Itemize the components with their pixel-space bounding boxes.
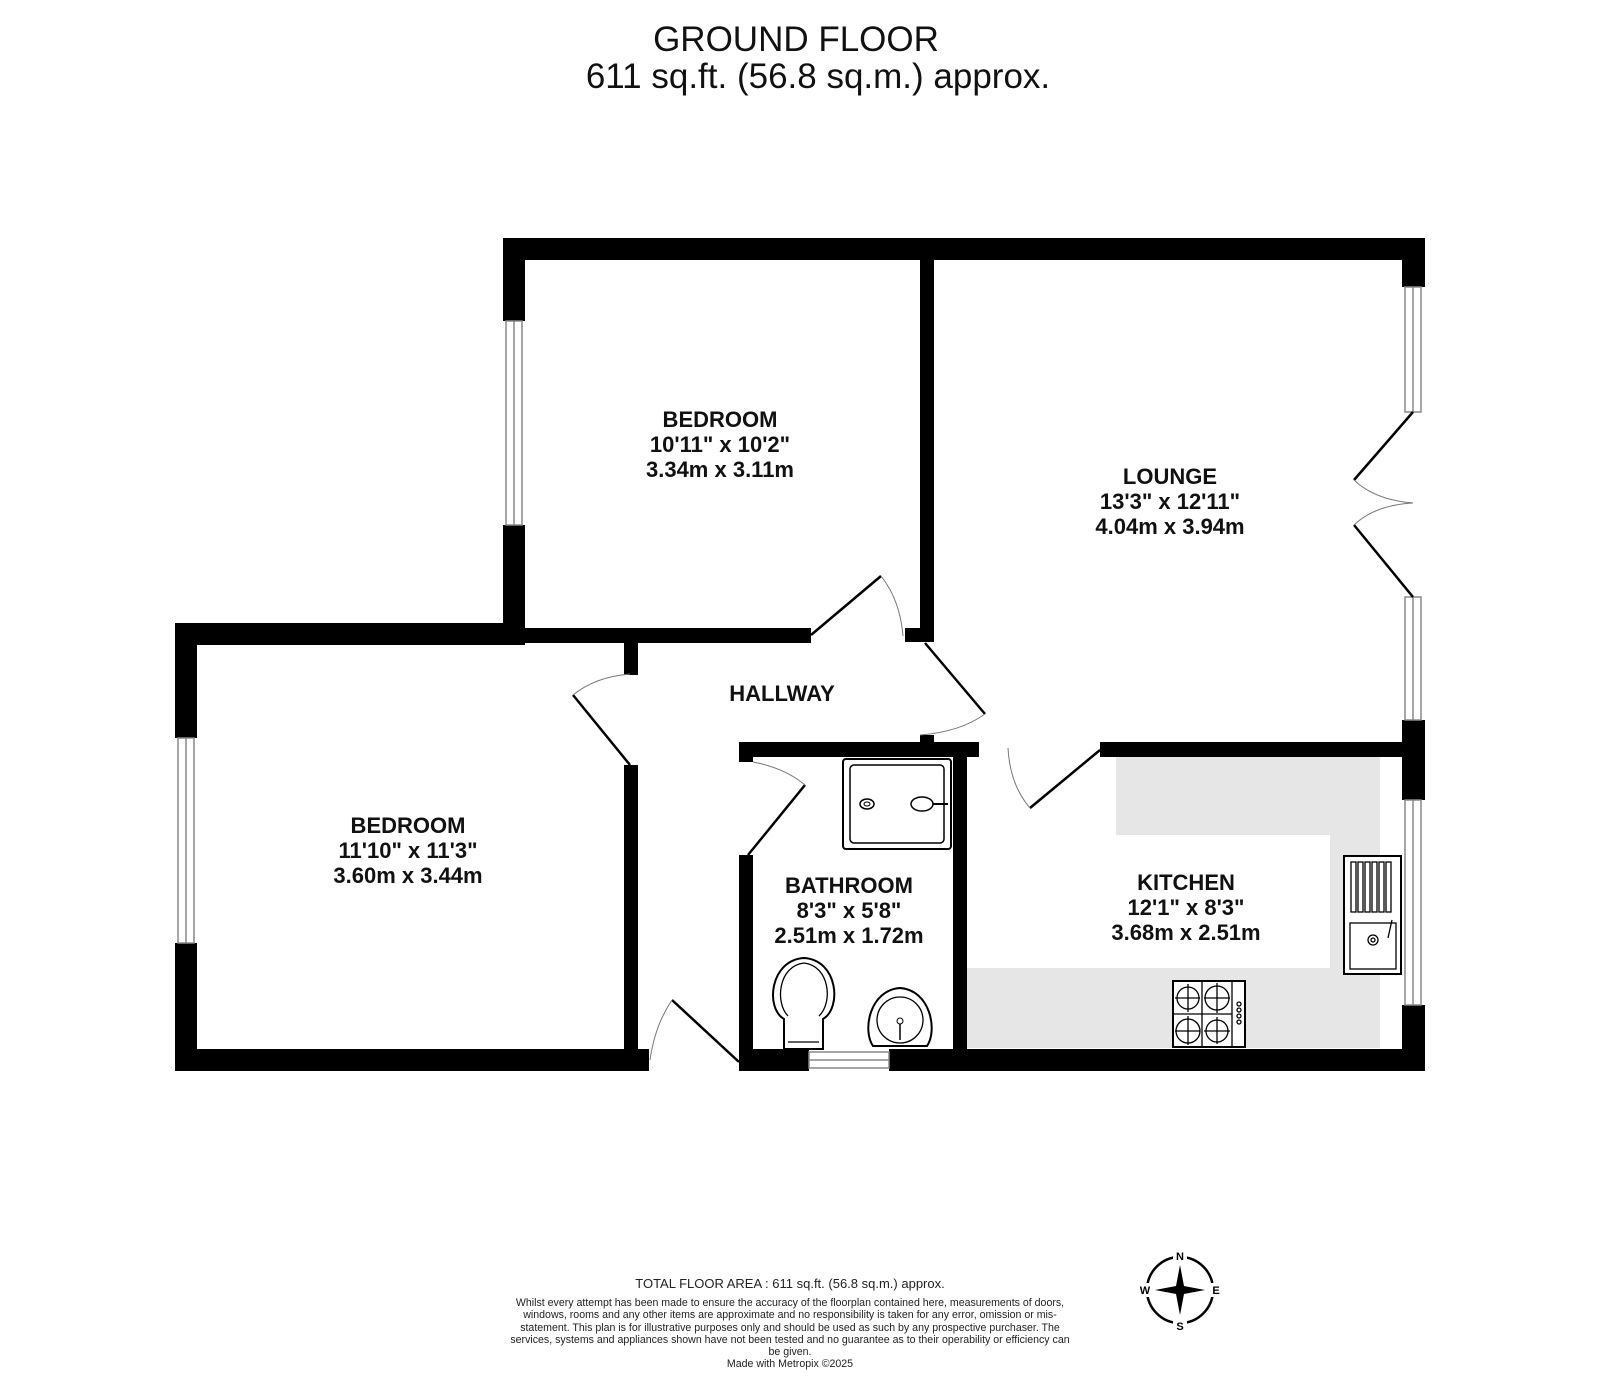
room-dimensions-metric: 2.51m x 1.72m: [774, 923, 924, 948]
compass-rose-icon: N S W E: [1135, 1245, 1225, 1335]
room-dimensions-metric: 3.34m x 3.11m: [645, 457, 795, 482]
room-name: BEDROOM: [662, 407, 778, 432]
room-name: KITCHEN: [1137, 870, 1235, 895]
floor-area-subtitle: 611 sq.ft. (56.8 sq.m.) approx.: [585, 57, 1051, 96]
room-label-kitchen: KITCHEN 12'1" x 8'3" 3.68m x 2.51m: [1111, 870, 1260, 945]
kitchen-sink: [1343, 855, 1402, 975]
hob: [1172, 980, 1246, 1048]
windows: [177, 286, 1422, 1069]
compass-s: S: [1176, 1321, 1183, 1333]
walls: [175, 238, 1425, 1071]
room-dimensions-metric: 4.04m x 3.94m: [1095, 514, 1245, 539]
room-dimensions-imperial: 13'3" x 12'11": [1099, 489, 1241, 514]
room-label-bedroom-upper: BEDROOM 10'11" x 10'2" 3.34m x 3.11m: [646, 407, 794, 482]
compass-n: N: [1176, 1251, 1184, 1263]
room-name: LOUNGE: [1122, 464, 1218, 489]
room-dimensions-metric: 3.68m x 2.51m: [1111, 920, 1261, 945]
room-dimensions-metric: 3.60m x 3.44m: [333, 863, 483, 888]
room-dimensions-imperial: 8'3" x 5'8": [796, 898, 902, 923]
floor-title: GROUND FLOOR: [653, 20, 939, 59]
shower-tray: [842, 758, 952, 850]
room-label-bedroom-left: BEDROOM 11'10" x 11'3" 3.60m x 3.44m: [333, 813, 482, 888]
room-name: HALLWAY: [729, 681, 835, 706]
room-name: BATHROOM: [785, 873, 913, 898]
disclaimer-text: Whilst every attempt has been made to en…: [510, 1297, 1070, 1359]
room-label-lounge: LOUNGE 13'3" x 12'11" 4.04m x 3.94m: [1095, 464, 1244, 539]
doors: [572, 411, 1414, 1063]
total-floor-area: TOTAL FLOOR AREA : 611 sq.ft. (56.8 sq.m…: [635, 1276, 945, 1291]
made-with-credit: Made with Metropix ©2025: [726, 1358, 854, 1370]
room-label-hallway: HALLWAY: [729, 681, 835, 706]
room-dimensions-imperial: 10'11" x 10'2": [649, 432, 791, 457]
wash-basin: [867, 986, 933, 1047]
compass-w: W: [1140, 1285, 1151, 1297]
room-dimensions-imperial: 12'1" x 8'3": [1127, 895, 1245, 920]
compass-e: E: [1212, 1285, 1219, 1297]
room-dimensions-imperial: 11'10" x 11'3": [338, 838, 478, 863]
toilet: [772, 956, 836, 1050]
room-label-bathroom: BATHROOM 8'3" x 5'8" 2.51m x 1.72m: [774, 873, 923, 948]
room-name: BEDROOM: [350, 813, 466, 838]
